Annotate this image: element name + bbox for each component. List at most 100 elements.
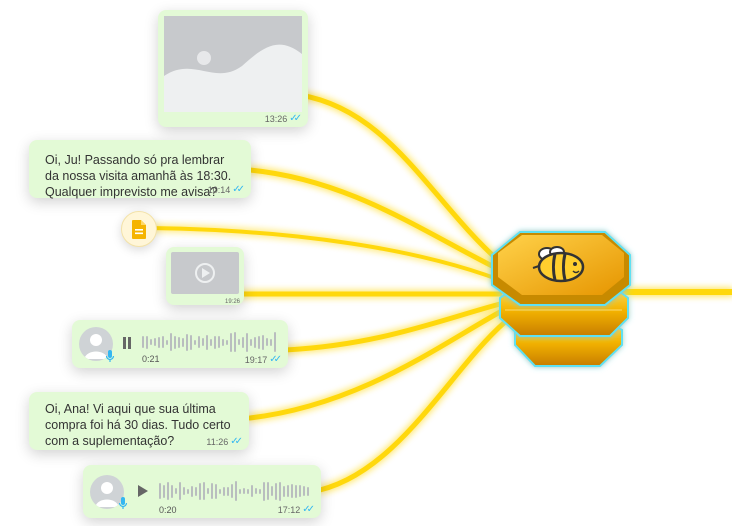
waveform-bar	[219, 488, 221, 494]
waveform-bar	[299, 485, 301, 497]
waveform-bar	[175, 488, 177, 494]
image-message-time: 13:26✓✓	[265, 113, 302, 124]
waveform-bar	[207, 488, 209, 494]
text-message-1[interactable]: Oi, Ju! Passando só pra lembrar da nossa…	[29, 140, 251, 199]
audio-duration: 0:21	[142, 354, 160, 364]
line-text-1	[247, 167, 503, 273]
waveform-bar	[274, 332, 276, 352]
waveform-bar	[283, 485, 285, 497]
waveform-bar	[182, 337, 184, 347]
microphone-icon	[105, 350, 115, 362]
text-message-1-time: 10:14✓✓	[208, 184, 245, 195]
waveform-bar	[150, 339, 152, 345]
line-audio-2	[317, 319, 508, 493]
audio-message-1[interactable]: 0:21 19:17✓✓	[72, 320, 288, 368]
line-text-2	[247, 309, 503, 421]
waveform-bar	[158, 336, 160, 348]
waveform-bar	[198, 336, 200, 348]
waveform-bar	[142, 336, 144, 348]
waveform-bar	[222, 338, 224, 346]
waveform-bar	[235, 481, 237, 501]
waveform-bar	[243, 488, 245, 494]
waveform-bar	[159, 483, 161, 499]
document-message[interactable]	[121, 211, 157, 247]
waveform-bar	[250, 338, 252, 346]
play-icon[interactable]	[137, 484, 149, 498]
waveform-bar	[166, 339, 168, 345]
microphone-icon	[118, 497, 128, 509]
waveform-bar	[234, 332, 236, 352]
waveform-bar	[215, 483, 217, 499]
waveform-bar	[291, 484, 293, 498]
waveform-bar	[303, 486, 305, 496]
waveform-bar	[187, 488, 189, 494]
video-message-time: 19:26	[224, 299, 240, 305]
waveform-bar	[179, 482, 181, 500]
avatar	[90, 475, 124, 509]
pause-icon[interactable]	[122, 336, 132, 350]
waveform-bar	[254, 336, 256, 348]
waveform-bar	[263, 481, 265, 501]
waveform-bar	[171, 484, 173, 498]
line-audio-1	[282, 301, 503, 353]
image-placeholder	[164, 16, 302, 113]
waveform-bar	[211, 483, 213, 499]
waveform-bar	[162, 336, 164, 348]
waveform-bar	[186, 333, 188, 351]
waveform-bar	[178, 336, 180, 348]
waveform-bar	[279, 481, 281, 501]
waveform-bar	[210, 338, 212, 346]
waveform-bar	[195, 486, 197, 496]
read-ticks-icon: ✓✓	[289, 113, 302, 124]
waveform-bar	[270, 338, 272, 346]
waveform-bar	[266, 338, 268, 346]
waveform-bar	[271, 486, 273, 496]
waveform-bar	[214, 335, 216, 349]
waveform-bar	[227, 486, 229, 496]
waveform-bar	[258, 335, 260, 349]
waveform-bar	[251, 485, 253, 497]
waveform-bar	[255, 488, 257, 494]
waveform-bar	[167, 482, 169, 500]
waveform-bar	[295, 484, 297, 498]
waveform-bar	[146, 335, 148, 349]
read-ticks-icon: ✓✓	[232, 184, 245, 195]
waveform-bar	[307, 486, 309, 496]
waveform-bar	[259, 488, 261, 494]
audio-waveform[interactable]	[159, 480, 309, 502]
waveform-bar	[239, 488, 241, 494]
audio-message-2[interactable]: 0:20 17:12✓✓	[83, 465, 321, 518]
waveform-bar	[203, 482, 205, 500]
video-message[interactable]: 19:26	[166, 247, 244, 305]
text-message-1-body: Oi, Ju! Passando só pra lembrar da nossa…	[45, 153, 232, 199]
audio-duration: 0:20	[159, 505, 177, 515]
waveform-bar	[191, 485, 193, 497]
waveform-bar	[170, 333, 172, 351]
document-icon	[132, 220, 146, 239]
read-ticks-icon: ✓✓	[230, 436, 243, 447]
waveform-bar	[194, 339, 196, 345]
audio-waveform[interactable]	[142, 331, 276, 353]
image-message[interactable]: 13:26✓✓	[158, 10, 308, 127]
waveform-bar	[218, 336, 220, 348]
waveform-bar	[238, 339, 240, 345]
waveform-bar	[267, 482, 269, 500]
line-image	[297, 92, 503, 265]
waveform-bar	[183, 487, 185, 495]
waveform-bar	[246, 332, 248, 352]
text-message-2[interactable]: Oi, Ana! Vi aqui que sua última compra f…	[29, 392, 249, 450]
waveform-bar	[174, 335, 176, 349]
waveform-bar	[226, 339, 228, 345]
waveform-bar	[223, 486, 225, 496]
image-placeholder-icon	[164, 16, 302, 113]
line-document	[148, 226, 502, 282]
read-ticks-icon: ✓✓	[302, 504, 315, 515]
waveform-bar	[275, 482, 277, 500]
avatar	[79, 327, 113, 361]
video-thumbnail	[171, 252, 239, 294]
waveform-bar	[154, 338, 156, 346]
play-icon[interactable]	[171, 252, 239, 294]
audio-message-1-time: 19:17✓✓	[245, 354, 282, 365]
waveform-bar	[206, 334, 208, 350]
